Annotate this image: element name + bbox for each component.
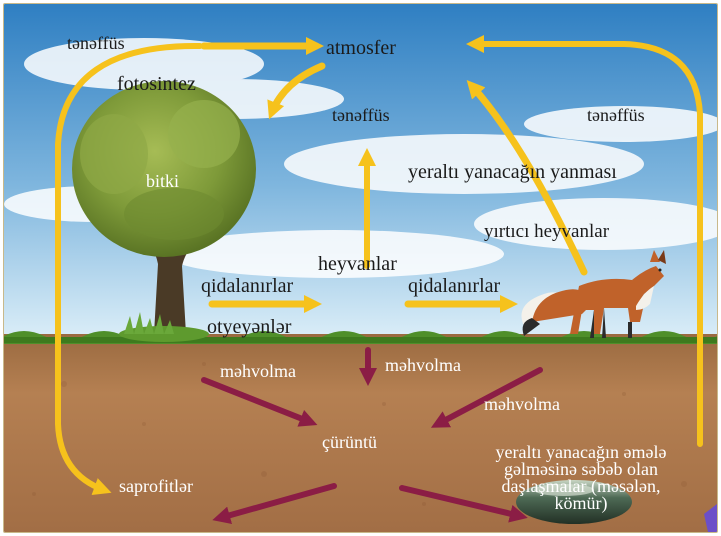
label-mehvolma-center: məhvolma: [385, 356, 461, 374]
diagram-frame: atmosfer tənəffüs fotosintez tənəffüs tə…: [3, 3, 718, 533]
label-qidalanirlar-left: qidalanırlar: [201, 276, 293, 296]
label-curuntu: çürüntü: [322, 433, 377, 451]
label-mehvolma-right: məhvolma: [484, 395, 560, 413]
label-heyvanlar: heyvanlar: [318, 254, 397, 274]
label-mehvolma-left: məhvolma: [220, 362, 296, 380]
label-atmosfer: atmosfer: [326, 38, 396, 58]
label-yeralti-emele-line4: kömür): [456, 495, 706, 512]
label-otyeyenler: otyeyənlər: [207, 317, 291, 337]
label-tenaffus-center: tənəffüs: [332, 106, 390, 124]
label-yirtici-heyvanlar: yırtıcı heyvanlar: [484, 222, 609, 241]
label-tenaffus-right: tənəffüs: [587, 106, 645, 124]
label-qidalanirlar-right: qidalanırlar: [408, 276, 500, 296]
label-saprofitler: saprofitlər: [119, 477, 193, 495]
label-yeralti-emele: yeraltı yanacağın əmələ gəlməsinə səbəb …: [456, 444, 706, 512]
label-yeralti-yanma: yeraltı yanacağın yanması: [408, 162, 617, 182]
label-tenaffus-left: tənəffüs: [67, 34, 125, 52]
label-bitki: bitki: [146, 172, 179, 190]
label-fotosintez: fotosintez: [117, 74, 196, 94]
